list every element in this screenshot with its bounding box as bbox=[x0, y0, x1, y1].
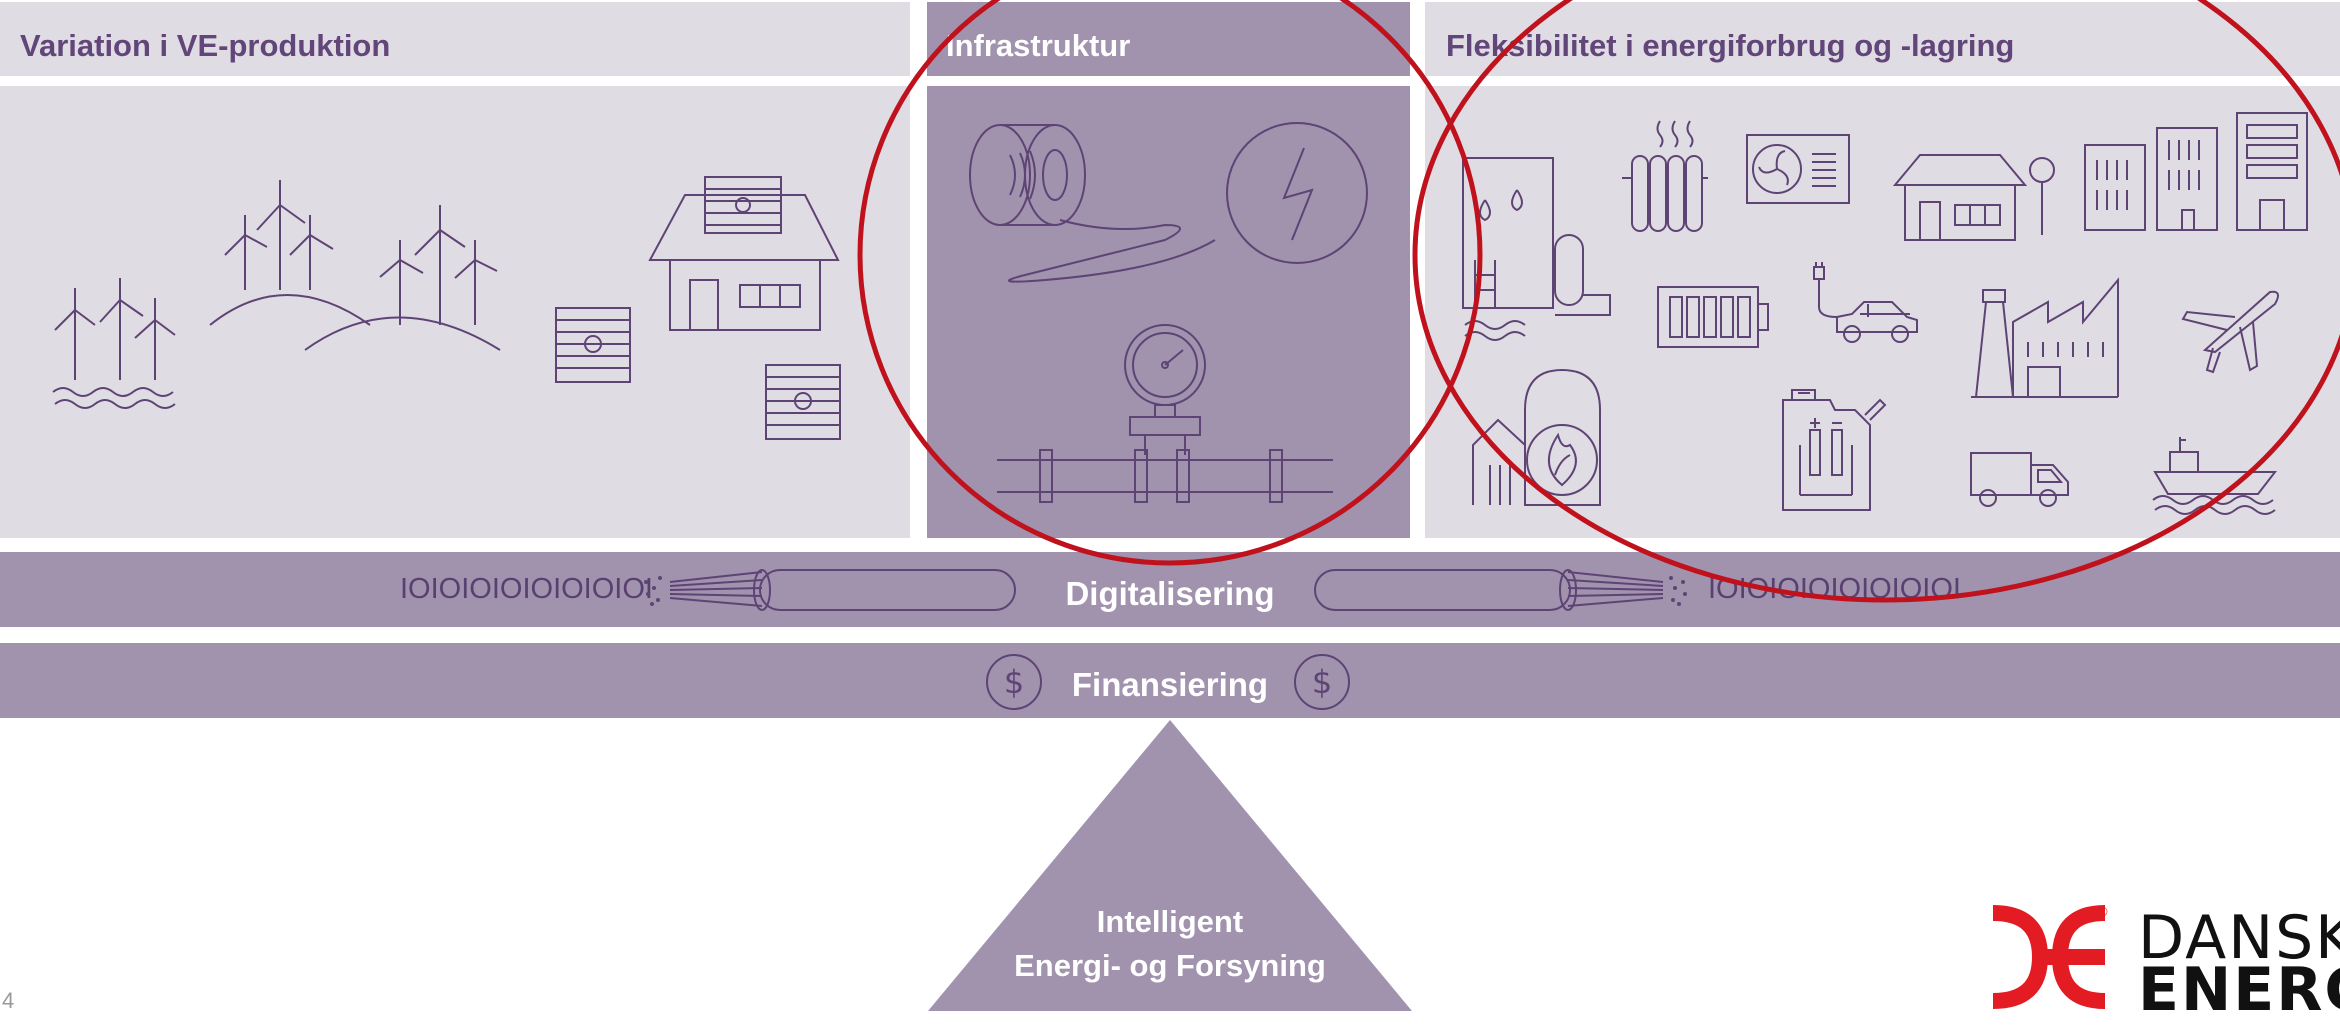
infrastruktur-title: Infrastruktur bbox=[946, 28, 1131, 63]
dansk-energi-logo-mark bbox=[1992, 905, 2106, 1009]
house-icon bbox=[1892, 154, 2055, 241]
gas-pipe-gauge-icon bbox=[997, 324, 1333, 503]
electric-car-icon bbox=[1813, 262, 1918, 343]
infrastruktur-header-bar bbox=[927, 2, 1410, 76]
highlight-circle-fleksibilitet bbox=[1412, 0, 2340, 603]
solar-panel-icon bbox=[555, 307, 631, 383]
logo-line2: ENERGI bbox=[2138, 955, 2340, 1025]
airplane-icon bbox=[2181, 290, 2280, 374]
radiator-icon bbox=[1622, 120, 1708, 232]
solar-panel-icon bbox=[765, 364, 841, 440]
dollar-coin-icon: $ bbox=[1294, 654, 1350, 710]
cable-reel-icon bbox=[969, 124, 1216, 283]
logo-line1: DANSK bbox=[2138, 903, 2340, 973]
svg-text:$: $ bbox=[1312, 663, 1332, 701]
power-plug-icon bbox=[1226, 122, 1368, 264]
dollar-coin-icon: $ bbox=[986, 654, 1042, 710]
foundation-triangle bbox=[928, 720, 1412, 1011]
highlight-circles bbox=[857, 0, 2340, 603]
digitalisering-label: Digitalisering bbox=[1065, 575, 1275, 612]
water-tank-icon bbox=[1462, 157, 1611, 341]
infrastruktur-body bbox=[927, 86, 1410, 538]
foundation-line1: Intelligent bbox=[1096, 904, 1244, 939]
registered-mark: ® bbox=[2097, 905, 2109, 919]
variation-body bbox=[0, 86, 910, 538]
fiber-cable-left-icon bbox=[644, 569, 1016, 611]
highlight-circle-infrastruktur bbox=[857, 0, 1483, 566]
truck-icon bbox=[1970, 452, 2069, 507]
fleksibilitet-header-bar bbox=[1425, 2, 2340, 76]
industry-icon bbox=[1971, 277, 2119, 398]
battery-icon bbox=[1657, 286, 1769, 348]
house-icon bbox=[648, 176, 840, 331]
binary-left: IOIOIOIOIOIOIOIOI bbox=[400, 573, 653, 605]
variation-header-bar bbox=[0, 2, 910, 76]
foundation-line2: Energi- og Forsyning bbox=[1014, 948, 1326, 983]
variation-title: Variation i VE-produktion bbox=[20, 28, 391, 63]
finansiering-band bbox=[0, 643, 2340, 718]
office-buildings-icon bbox=[2084, 112, 2308, 231]
page-number: 4 bbox=[2, 988, 15, 1013]
fuel-can-icon bbox=[1782, 389, 1887, 511]
offshore-wind-icon bbox=[52, 278, 176, 409]
fiber-cable-right-icon bbox=[1314, 569, 1687, 611]
finansiering-label: Finansiering bbox=[1071, 666, 1269, 703]
svg-text:$: $ bbox=[1004, 663, 1024, 701]
fleksibilitet-title: Fleksibilitet i energiforbrug og -lagrin… bbox=[1446, 28, 2015, 63]
biomass-plant-icon bbox=[1472, 368, 1601, 506]
onshore-wind-icon bbox=[209, 180, 501, 351]
heat-pump-icon bbox=[1746, 134, 1850, 204]
